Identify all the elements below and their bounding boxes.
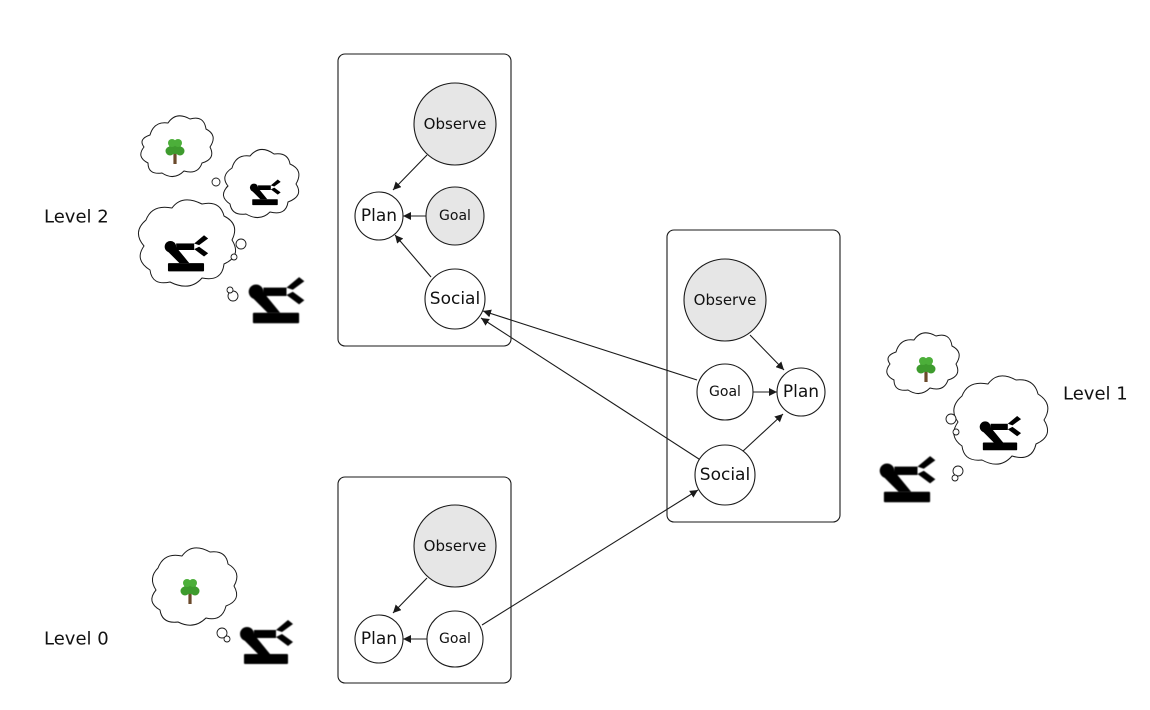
l0-tree-thought-cloud-icon [151, 547, 238, 643]
l1-observe-label: Observe [694, 291, 757, 309]
l1-other-robot-icon [879, 456, 936, 503]
l1-social-node [694, 444, 756, 506]
edge-l1-goal-l2-social [482, 309, 698, 381]
edge-l2-social-plan [394, 234, 432, 278]
l1-goal-node [696, 363, 754, 421]
level0-label: Level 0 [44, 629, 109, 650]
edge-l1-social-l2-social [480, 317, 703, 462]
l2-orange-robot-thought-cloud-icon [223, 149, 300, 218]
level1-label: Level 1 [1063, 384, 1128, 405]
l0-other-robot-icon [240, 620, 293, 664]
l2-plan-label: Plan [361, 206, 397, 226]
l0-goal-label: Goal [439, 631, 471, 647]
edge-l2-observe-plan [392, 154, 428, 191]
edge-l1-observe-plan [749, 334, 785, 371]
l0-plan-label: Plan [361, 629, 397, 649]
level0-plate [337, 476, 512, 684]
l2-observe-node [413, 82, 497, 166]
l1-goal-label: Goal [709, 384, 741, 400]
l2-tree-thought-cloud-icon [140, 115, 233, 193]
level2-label: Level 2 [44, 207, 109, 228]
level2-plate [337, 53, 512, 347]
l2-goal-label: Goal [439, 208, 471, 224]
l2-observe-label: Observe [424, 115, 487, 133]
l2-social-label: Social [430, 289, 480, 309]
l1-tree-thought-cloud-icon [886, 332, 960, 394]
l0-observe-node [413, 504, 497, 588]
l0-goal-node [426, 610, 484, 668]
l0-observe-label: Observe [424, 537, 487, 555]
l1-social-label: Social [700, 465, 750, 485]
l2-goal-node [425, 186, 485, 246]
l2-social-node [424, 268, 486, 330]
edge-l1-social-plan [741, 413, 784, 453]
l0-plan-node [354, 614, 404, 664]
edge-l0-observe-plan [392, 577, 428, 614]
l1-observe-node [683, 258, 767, 342]
l2-plan-node [354, 191, 404, 241]
l2-other-robot-icon [248, 277, 305, 324]
edge-l0-goal-l1-social [481, 489, 699, 626]
l2-red-robot-thought-cloud-icon [138, 199, 247, 302]
l1-orange-robot-thought-cloud-icon [945, 375, 1049, 482]
l1-plan-node [776, 367, 826, 417]
l1-plan-label: Plan [783, 382, 819, 402]
level1-plate [666, 229, 841, 523]
